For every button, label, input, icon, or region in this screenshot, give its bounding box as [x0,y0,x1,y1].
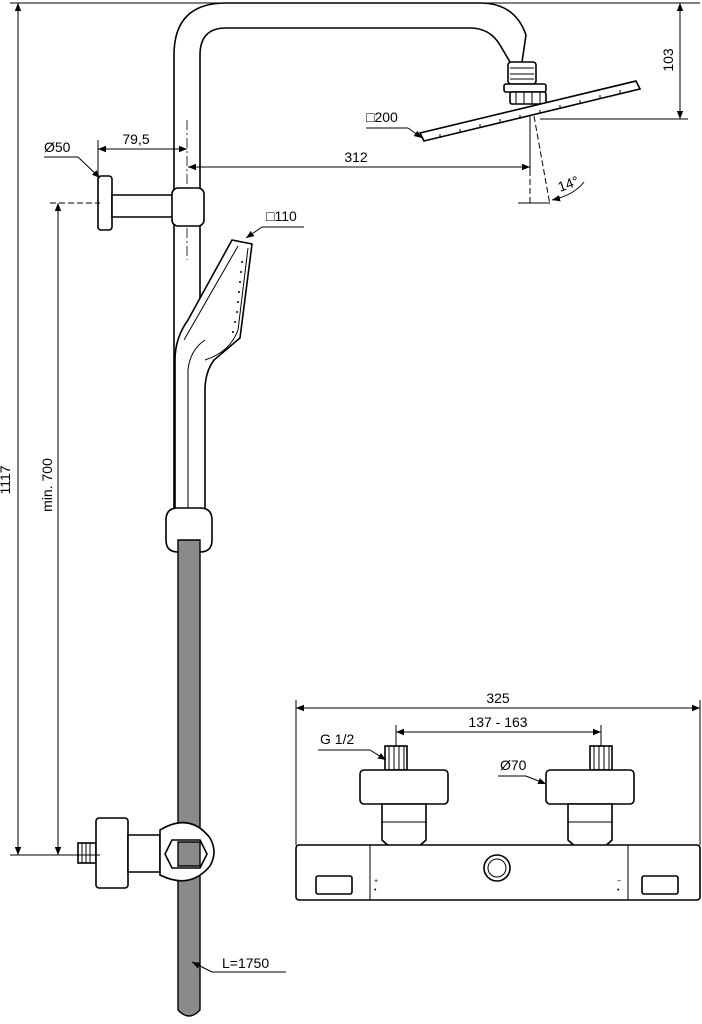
head-drop-label: 103 [660,48,676,72]
shower-head-connector [503,61,547,105]
hose-length-label: L=1750 [222,955,269,971]
bracket-diameter-label: Ø50 [44,139,71,155]
total-height-label: 1117 [0,465,13,494]
inlet-thread-label: G 1/2 [320,731,354,747]
svg-text:~: ~ [617,878,621,885]
svg-text:•: • [374,887,377,894]
dimension-bracket-offset: 79,5 [97,131,187,176]
dimension-escutcheon-diameter: Ø70 [498,757,547,785]
dimension-bracket-diameter: Ø50 [44,139,101,179]
mixer-width-label: 325 [486,690,510,706]
upper-wall-bracket [97,175,205,231]
dimension-mixer-width: 325 [295,690,701,845]
escutcheon-diameter-label: Ø70 [500,757,527,773]
lower-wall-connection [77,817,215,889]
min-height-label: min. 700 [39,458,55,512]
hand-shower [174,239,253,511]
head-size-label: □200 [366,109,398,125]
dimension-head-tilt: 14° [518,115,585,206]
dimension-inlet-centres: 137 - 163 [395,714,602,746]
svg-text:+: + [374,878,378,885]
dimension-head-size: □200 [366,109,423,139]
thermostatic-mixer: + • ~ • [295,745,701,901]
dimension-hand-shower: □110 [245,208,304,239]
dimension-inlet-thread: G 1/2 [318,731,387,761]
dimension-hose-length: L=1750 [191,955,286,973]
dimension-head-drop: 103 [540,3,688,120]
arm-reach-label: 312 [344,149,368,165]
head-tilt-label: 14° [556,173,581,195]
svg-text:•: • [617,887,620,894]
dimension-total-height: 1117 [0,2,700,856]
shower-hose [177,539,201,1017]
hand-shower-label: □110 [266,208,297,224]
dimension-min-height: min. 700 [39,202,100,855]
bracket-offset-label: 79,5 [122,131,149,147]
overhead-shower-plate [418,80,642,142]
inlet-centres-label: 137 - 163 [468,714,527,730]
